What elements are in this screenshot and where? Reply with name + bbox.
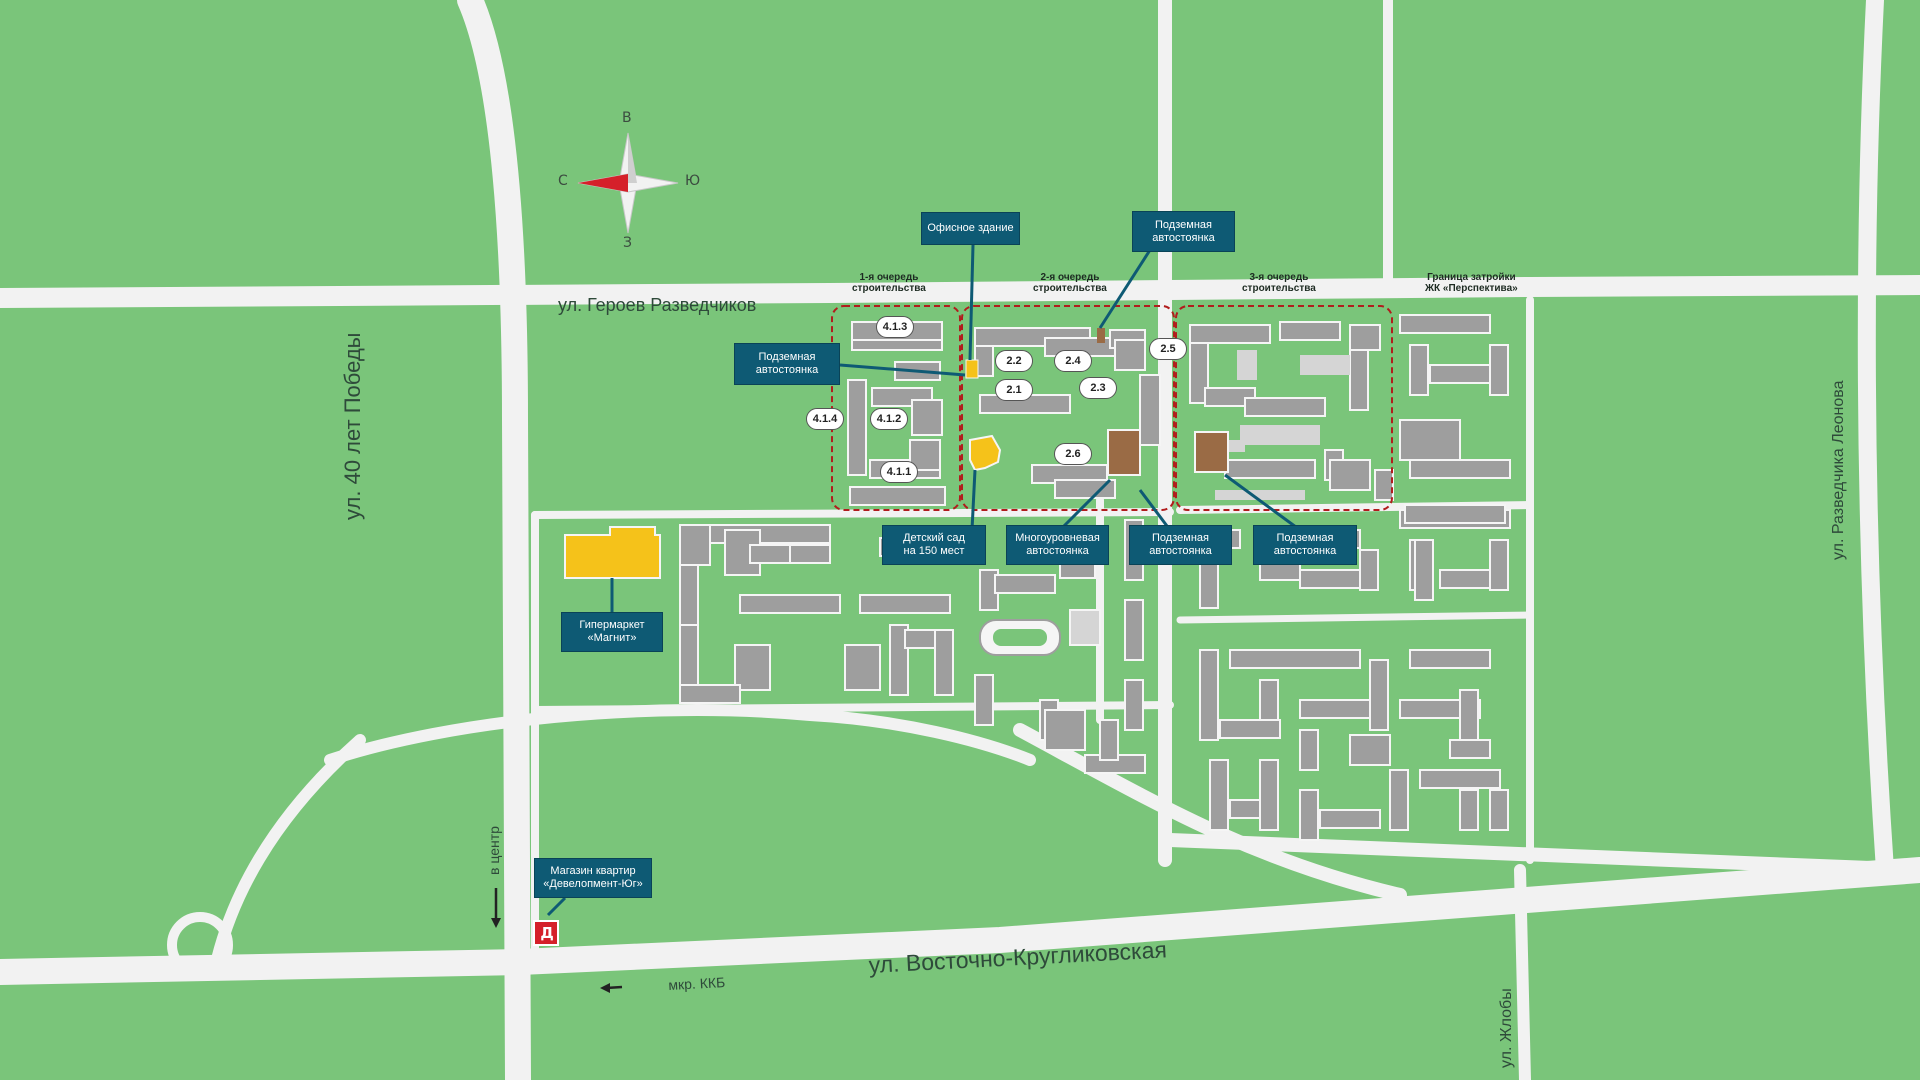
kindergarten-building bbox=[969, 434, 1002, 472]
queue-label-first: 1-я очередь строительства bbox=[852, 272, 926, 294]
road-arc-sw bbox=[209, 734, 366, 974]
callout-hypermarket-line1: Гипермаркет bbox=[579, 619, 645, 631]
callout-parking-bottom-mid[interactable]: Подземная автостоянка bbox=[1129, 525, 1232, 565]
callout-parking-left-line2: автостоянка bbox=[755, 364, 819, 376]
store-marker bbox=[533, 920, 559, 946]
callout-office-building[interactable]: Офисное здание bbox=[921, 212, 1020, 245]
road-horizontal-south bbox=[1163, 833, 1920, 877]
road-diagonal-south bbox=[1013, 723, 1407, 902]
building-4-1-1[interactable]: 4.1.1 bbox=[880, 461, 918, 483]
callout-parking-top-line2: автостоянка bbox=[1152, 231, 1215, 244]
building-2-1[interactable]: 2.1 bbox=[995, 379, 1033, 401]
road-east-h2 bbox=[1176, 611, 1534, 624]
queue-label-second-line2: строительства bbox=[1033, 283, 1107, 294]
office-building bbox=[965, 359, 979, 379]
building-4-1-2[interactable]: 4.1.2 bbox=[870, 408, 908, 430]
callout-hypermarket[interactable]: Гипермаркет «Магнит» bbox=[561, 612, 663, 652]
callout-parking-top[interactable]: Подземная автостоянка bbox=[1132, 211, 1235, 252]
boundary-label-line1: Граница затройки bbox=[1427, 272, 1516, 283]
callout-parking-bottom-right[interactable]: Подземная автостоянка bbox=[1253, 525, 1357, 565]
road-label-zhloby: ул. Жлобы bbox=[1498, 988, 1515, 1068]
queue-label-third-line2: строительства bbox=[1242, 283, 1316, 294]
building-4-1-4[interactable]: 4.1.4 bbox=[806, 408, 844, 430]
hypermarket-building bbox=[564, 526, 661, 579]
callout-multilevel-parking[interactable]: Многоуровневая автостоянка bbox=[1006, 525, 1109, 565]
parking-top-building bbox=[1097, 328, 1105, 343]
direction-arrows bbox=[491, 888, 623, 993]
boundary-label: Граница затройки ЖК «Перспектива» bbox=[1425, 272, 1518, 294]
callout-apartment-store-line1: Магазин квартир bbox=[550, 865, 636, 877]
building-2-2[interactable]: 2.2 bbox=[995, 350, 1033, 372]
paved-areas bbox=[1215, 350, 1350, 500]
road-vostochno-kruglikovskaya bbox=[0, 857, 1920, 985]
building-2-5[interactable]: 2.5 bbox=[1149, 338, 1187, 360]
multilevel-parking-building bbox=[1107, 429, 1141, 476]
roundabout bbox=[167, 912, 233, 978]
compass-north: С bbox=[558, 173, 568, 189]
road-40-let-pobedy bbox=[457, 0, 531, 1080]
parking-building-east bbox=[1194, 431, 1229, 473]
residential-blocks bbox=[679, 314, 1511, 841]
callout-apartment-store[interactable]: Магазин квартир «Девелопмент-Юг» bbox=[534, 858, 652, 898]
callout-parking-bottom-mid-line1: Подземная bbox=[1152, 532, 1209, 544]
queue-label-first-line2: строительства bbox=[852, 283, 926, 294]
road-label-pobedy: ул. 40 лет Победы bbox=[340, 332, 365, 521]
callout-parking-bottom-mid-line2: автостоянка bbox=[1149, 545, 1212, 557]
compass-east: В bbox=[622, 110, 632, 126]
queue-label-second: 2-я очередь строительства bbox=[1033, 272, 1107, 294]
direction-label-center: в центр bbox=[486, 826, 502, 875]
compass-south: Ю bbox=[685, 173, 701, 189]
callout-pointers bbox=[546, 244, 1301, 917]
callout-parking-bottom-right-line2: автостоянка bbox=[1273, 545, 1337, 557]
callout-kindergarten-line1: Детский сад bbox=[903, 532, 965, 544]
building-2-3[interactable]: 2.3 bbox=[1079, 377, 1117, 399]
callout-parking-left[interactable]: Подземная автостоянка bbox=[734, 343, 840, 385]
callout-kindergarten[interactable]: Детский сад на 150 мест bbox=[882, 525, 986, 565]
queue-label-third-line1: 3-я очередь bbox=[1249, 272, 1309, 283]
road-inner-h2 bbox=[531, 701, 1174, 714]
road-label-leonova: ул. Разведчика Леонова bbox=[1830, 380, 1847, 561]
queue-label-second-line1: 2-я очередь bbox=[1040, 272, 1100, 283]
queue-label-first-line1: 1-я очередь bbox=[859, 272, 919, 283]
road-zhloby bbox=[1514, 864, 1531, 1080]
callout-hypermarket-line2: «Магнит» bbox=[587, 632, 637, 644]
direction-label-kkb: мкр. ККБ bbox=[668, 974, 726, 993]
callout-office-building-label: Офисное здание bbox=[927, 222, 1014, 234]
complex-buildings bbox=[847, 321, 1394, 506]
building-2-4[interactable]: 2.4 bbox=[1054, 350, 1092, 372]
boundary-label-line2: ЖК «Перспектива» bbox=[1425, 283, 1518, 294]
callout-apartment-store-line2: «Девелопмент-Юг» bbox=[543, 878, 643, 890]
callout-parking-left-line1: Подземная bbox=[758, 351, 816, 363]
callout-multilevel-line1: Многоуровневая bbox=[1015, 532, 1100, 544]
developer-logo-icon[interactable]: Д bbox=[540, 924, 554, 942]
building-2-6[interactable]: 2.6 bbox=[1054, 443, 1092, 465]
callout-multilevel-line2: автостоянка bbox=[1026, 545, 1089, 557]
building-4-1-3[interactable]: 4.1.3 bbox=[876, 316, 914, 338]
compass-rose-icon bbox=[577, 132, 679, 234]
road-leonova bbox=[1857, 0, 1894, 879]
compass-west: З bbox=[623, 235, 632, 251]
callout-parking-top-line1: Подземная bbox=[1155, 218, 1212, 231]
callout-kindergarten-line2: на 150 мест bbox=[903, 545, 965, 557]
callout-parking-bottom-right-line1: Подземная bbox=[1276, 532, 1334, 544]
road-inner-h1 bbox=[531, 508, 1174, 519]
queue-label-third: 3-я очередь строительства bbox=[1242, 272, 1316, 294]
road-label-geroev: ул. Героев Разведчиков bbox=[558, 295, 757, 315]
road-geroev-razvedchikov bbox=[0, 275, 1920, 308]
